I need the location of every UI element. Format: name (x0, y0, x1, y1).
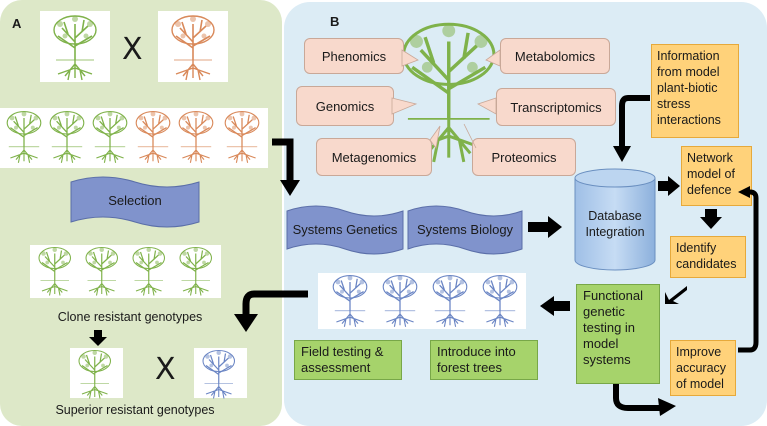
database-label-line2: Integration (585, 225, 645, 239)
improve-line-3: of model (676, 377, 724, 391)
proteomics-box: Proteomics (472, 138, 576, 176)
functional-box: Functional genetic testing in model syst… (576, 284, 660, 384)
offspring-strip (0, 108, 268, 168)
superior-tree-green-tile (70, 348, 123, 400)
identify-box: Identify candidates (670, 236, 746, 278)
functional-line-2: genetic (583, 304, 625, 319)
transcriptomics-box: Transcriptomics (496, 88, 616, 126)
introduce-line-1: Introduce into (437, 344, 516, 359)
arrow-icon (528, 216, 562, 238)
info-line-5: interactions (657, 113, 721, 127)
selected-clones-strip (30, 245, 221, 298)
systems-biology-shape (407, 205, 523, 255)
field-line-2: assessment (301, 360, 371, 375)
identify-line-1: Identify (676, 241, 717, 255)
selection-label: Selection (108, 193, 162, 208)
improve-line-1: Improve (676, 345, 722, 359)
systems-genetics-shape (286, 205, 404, 255)
arrow-icon (540, 296, 570, 316)
functional-line-4: model (583, 336, 619, 351)
omics-connectors (391, 49, 501, 149)
arrow-icon (665, 286, 687, 304)
network-line-2: model of (687, 167, 735, 181)
transgenic-trees (332, 274, 518, 328)
identify-line-2: candidates (676, 257, 737, 271)
arrow-icon (234, 290, 308, 332)
database-cylinder-icon (574, 168, 656, 271)
arrow-icon (613, 95, 650, 162)
panel-a-label: A (12, 16, 22, 31)
offspring-trees (6, 110, 260, 164)
superior-label: Superior resistant genotypes (55, 403, 215, 417)
systems-genetics-label: Systems Genetics (292, 222, 398, 237)
improve-box: Improve accuracy of model (670, 340, 736, 396)
network-box: Network model of defence (681, 146, 752, 206)
network-line-3: defence (687, 183, 732, 197)
arrow-icon (658, 176, 680, 196)
info-line-1: Information (657, 49, 720, 63)
functional-line-3: testing in (583, 320, 636, 335)
functional-line-1: Functional (583, 288, 643, 303)
field-testing-box: Field testing & assessment (294, 340, 402, 380)
arrow-icon (272, 138, 300, 196)
info-line-2: from model (657, 65, 720, 79)
selected-trees (38, 246, 213, 297)
phenomics-box: Phenomics (304, 38, 404, 74)
network-line-1: Network (687, 151, 733, 165)
improve-line-2: accuracy (676, 361, 727, 375)
cross-mark-2: X (155, 352, 176, 387)
info-box: Information from model plant-biotic stre… (651, 44, 739, 138)
panel-b-label: B (330, 14, 340, 29)
introduce-line-2: forest trees (437, 360, 503, 375)
info-line-4: stress (657, 97, 691, 111)
systems-biology-label: Systems Biology (416, 222, 514, 237)
functional-line-5: systems (583, 352, 631, 367)
database-label-line1: Database (588, 209, 642, 223)
tree-icon (53, 15, 97, 81)
tree-icon (78, 349, 112, 400)
field-line-1: Field testing & (301, 344, 384, 359)
tree-icon (171, 15, 215, 81)
metabolomics-box: Metabolomics (500, 38, 610, 74)
selection-scroll-shape (70, 176, 200, 228)
cross-mark: X (122, 32, 143, 67)
arrow-icon (89, 330, 107, 346)
superior-tree-blue-tile (194, 348, 247, 400)
parent-tree-orange-tile (158, 11, 228, 82)
info-line-3: plant-biotic (657, 81, 718, 95)
parent-tree-green-tile (40, 11, 110, 82)
tree-icon (202, 349, 236, 400)
metagenomics-box: Metagenomics (316, 138, 432, 176)
transgenic-trees-strip (318, 273, 526, 329)
arrow-icon (613, 384, 676, 416)
genomics-box: Genomics (296, 86, 394, 126)
clone-label: Clone resistant genotypes (57, 310, 203, 324)
arrow-icon (700, 209, 722, 229)
introduce-box: Introduce into forest trees (430, 340, 538, 380)
arrow-icon (738, 186, 759, 353)
